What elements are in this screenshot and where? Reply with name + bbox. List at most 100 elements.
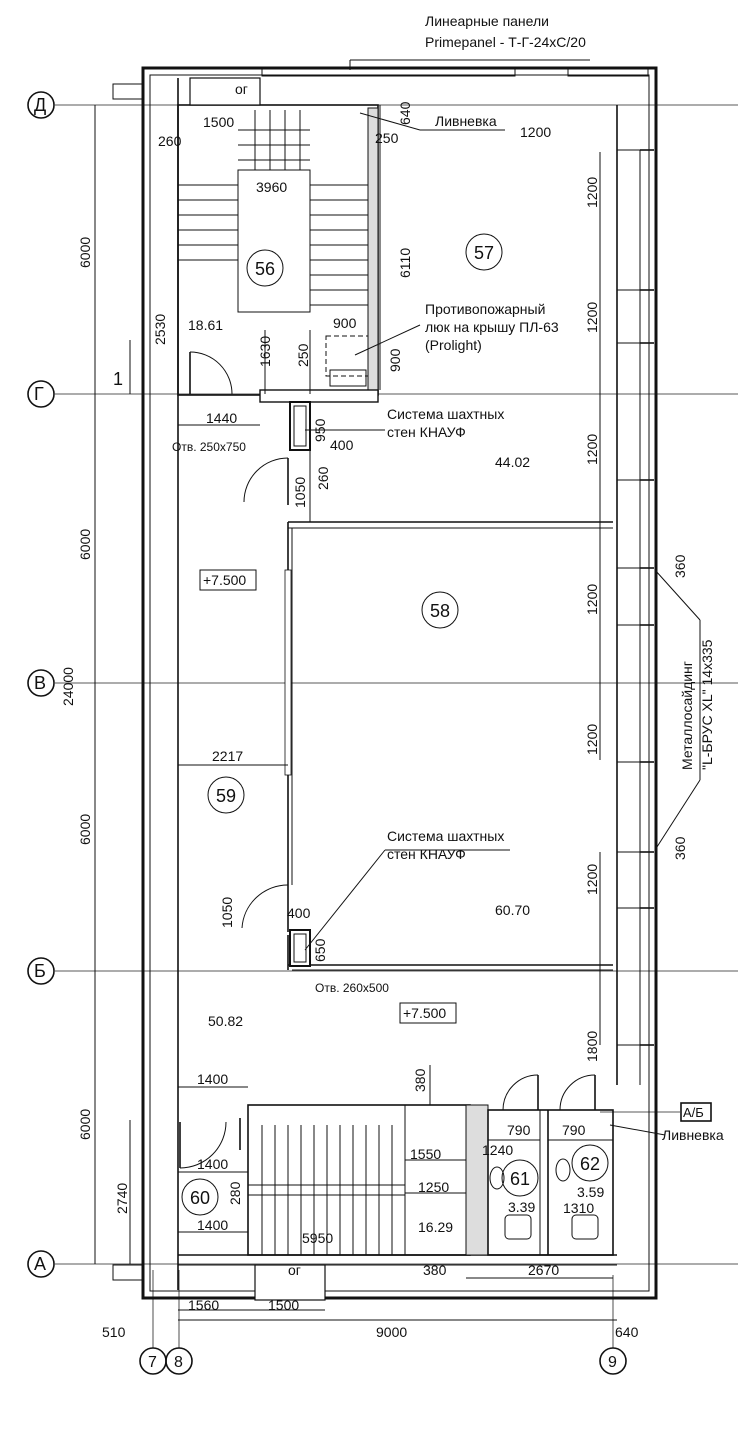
shaft-wall-2 [289, 929, 311, 967]
room-numbers: 56 57 58 59 60 61 62 [190, 243, 600, 1208]
hatch-note-1: Противопожарный [425, 301, 545, 317]
facade-panels [617, 149, 654, 1046]
drain-label-2: Ливневка [662, 1127, 724, 1143]
dim-260-b: 260 [315, 466, 331, 490]
dim-1550: 1550 [410, 1146, 441, 1162]
axis-aux-AB: А/Б [683, 1105, 704, 1120]
shaft-note-1b: стен КНАУФ [387, 424, 466, 440]
dim-790-a: 790 [507, 1122, 531, 1138]
dim-250-a: 250 [375, 130, 399, 146]
area-60: 16.29 [418, 1219, 453, 1235]
dimension-lines [94, 105, 617, 1321]
axis-row-G: Г [34, 384, 44, 404]
dim-280: 280 [227, 1181, 243, 1205]
panel-line-1: Линеарные панели [425, 13, 549, 29]
dim-2670: 2670 [528, 1262, 559, 1278]
dim-5950: 5950 [302, 1230, 333, 1246]
room-62-number: 62 [580, 1154, 600, 1174]
dim-right-360-2: 360 [672, 836, 688, 860]
og-label-2: ог [288, 1262, 301, 1278]
room-58-number: 58 [430, 601, 450, 621]
dim-2740: 2740 [114, 1183, 130, 1214]
dim-right-360-1: 360 [672, 554, 688, 578]
og-label-1: ог [235, 81, 248, 97]
room-58-walls [284, 521, 613, 971]
dim-900-b: 900 [387, 348, 403, 372]
dim-400-b: 400 [287, 905, 311, 921]
area-62: 3.59 [577, 1184, 604, 1200]
axis-col-7: 7 [148, 1354, 157, 1371]
dim-1250: 1250 [418, 1179, 449, 1195]
shaft-wall-1 [289, 401, 311, 451]
dim-1050-b: 1050 [219, 897, 235, 928]
shaft-note-2b: стен КНАУФ [387, 846, 466, 862]
stair-60 [179, 1104, 489, 1256]
dim-250-b: 250 [295, 343, 311, 367]
area-58: 60.70 [495, 902, 530, 918]
room-59-number: 59 [216, 786, 236, 806]
dim-1560: 1560 [188, 1297, 219, 1313]
area-57: 44.02 [495, 454, 530, 470]
room-61-number: 61 [510, 1169, 530, 1189]
dim-1240: 1240 [482, 1142, 513, 1158]
section-mark: 1 [113, 369, 123, 389]
dim-1050-a: 1050 [292, 477, 308, 508]
dim-right-1200-6: 1200 [584, 864, 600, 895]
level-marks: +7.500 +7.500 [203, 572, 446, 1021]
wc-block [487, 1074, 614, 1256]
dim-1400-b: 1400 [197, 1156, 228, 1172]
room-57-number: 57 [474, 243, 494, 263]
dim-left-total: 24000 [60, 667, 76, 706]
dim-260-top: 260 [158, 133, 182, 149]
area-61: 3.39 [508, 1199, 535, 1215]
dim-2217: 2217 [212, 748, 243, 764]
dim-right-1200-3: 1200 [584, 434, 600, 465]
outer-walls [112, 66, 658, 1300]
stair-56 [177, 104, 379, 403]
hatch-note-2: люк на крышу ПЛ-63 [425, 319, 559, 335]
level-mark-2: +7.500 [403, 1005, 446, 1021]
room-56-number: 56 [255, 259, 275, 279]
dim-left-6000-3: 6000 [77, 814, 93, 845]
dim-6110: 6110 [397, 248, 413, 278]
dim-bot-9000: 9000 [376, 1324, 407, 1340]
shaft-note-2a: Система шахтных [387, 828, 504, 844]
dim-1310: 1310 [563, 1200, 594, 1216]
dim-900-a: 900 [333, 315, 357, 331]
dim-3960: 3960 [256, 179, 287, 195]
dim-650: 650 [312, 938, 328, 962]
dim-right-1200-1: 1200 [584, 177, 600, 208]
axis-col-9: 9 [608, 1354, 617, 1371]
dim-1500-bot: 1500 [268, 1297, 299, 1313]
grid-lines [55, 104, 738, 1348]
dim-right-1200-5: 1200 [584, 724, 600, 755]
panel-line-2: Primepanel - Т-Г-24хС/20 [425, 34, 586, 50]
dim-right-1800: 1800 [584, 1031, 600, 1062]
dimension-text-vertical: 6000 6000 6000 6000 24000 2530 2740 640 … [60, 101, 688, 1214]
axis-row-D: Д [34, 95, 46, 115]
dim-left-6000-2: 6000 [77, 529, 93, 560]
notes: Ливневка Ливневка ог ог Противопожарный … [172, 81, 724, 1278]
area-56: 18.61 [188, 317, 223, 333]
dim-400-a: 400 [330, 437, 354, 453]
axis-labels: Д Г В Б А 7 8 9 А/Б 1 [34, 95, 704, 1371]
siding-note-1: Металлосайдинг [679, 661, 695, 770]
axis-col-8: 8 [174, 1354, 183, 1371]
dim-left-6000-1: 6000 [77, 237, 93, 268]
dim-bot-640: 640 [615, 1324, 639, 1340]
shaft-note-1a: Система шахтных [387, 406, 504, 422]
dim-950: 950 [312, 418, 328, 442]
siding-note-2: "L-БРУС XL" 14х335 [699, 639, 715, 770]
dim-790-b: 790 [562, 1122, 586, 1138]
header-text: Линеарные панели Primepanel - Т-Г-24хС/2… [425, 13, 586, 50]
axis-row-A: А [34, 1254, 46, 1274]
level-mark-1: +7.500 [203, 572, 246, 588]
room-circles [181, 233, 609, 1216]
dim-1630: 1630 [257, 336, 273, 367]
dim-640-top: 640 [397, 101, 413, 125]
dim-1200-top: 1200 [520, 124, 551, 140]
dim-bot-510: 510 [102, 1324, 126, 1340]
leader-lines [304, 59, 701, 1136]
dim-right-1200-4: 1200 [584, 584, 600, 615]
